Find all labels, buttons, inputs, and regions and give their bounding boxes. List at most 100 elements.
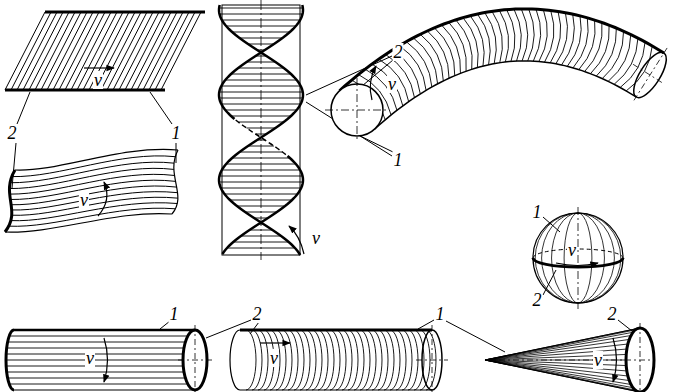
- section-circle: [533, 9, 540, 61]
- axis-line: [178, 360, 212, 361]
- section-circle: [463, 18, 478, 68]
- generator-line: [12, 197, 178, 215]
- generator-line: [232, 32, 290, 33]
- generator-line: [14, 329, 195, 332]
- circle-arc: [312, 330, 322, 390]
- surface-generators: [5, 149, 178, 232]
- motion-arrow: [104, 338, 108, 382]
- leader-line: [446, 321, 505, 352]
- callout-number: 1: [393, 151, 404, 169]
- generator-line: [247, 128, 276, 129]
- generator-line: [14, 389, 195, 390]
- surface-edge: [172, 150, 178, 214]
- generator-line: [485, 335, 631, 360]
- section-circle: [528, 9, 534, 61]
- generator-line: [15, 149, 178, 170]
- generator-line: [8, 378, 186, 379]
- generator-line: [83, 12, 123, 90]
- helicoid: [219, 5, 303, 255]
- leader-line: [12, 143, 16, 188]
- generator-line: [11, 203, 177, 221]
- axis-line: [432, 325, 433, 392]
- generator-line: [226, 26, 296, 27]
- circle-arc: [294, 330, 304, 390]
- circle-arc: [366, 330, 376, 390]
- generator-line: [485, 360, 633, 388]
- generator-line: [9, 384, 188, 385]
- axis-line: [578, 207, 579, 309]
- axis-line: [633, 64, 663, 83]
- generator-line: [125, 12, 165, 90]
- axis-line: [640, 323, 641, 392]
- generator-line: [240, 152, 283, 153]
- cylinder-circles: [230, 325, 448, 392]
- callout-number: 2: [607, 305, 618, 323]
- leader-line: [250, 322, 259, 334]
- generator-line: [35, 12, 75, 90]
- end-circle: [628, 48, 673, 103]
- generator-line: [227, 248, 295, 249]
- motion-arrow: [370, 66, 376, 100]
- generator-line: [485, 360, 629, 381]
- leader-line: [418, 320, 434, 329]
- generator-line: [131, 12, 171, 90]
- generator-line: [107, 12, 147, 90]
- section-circle: [545, 10, 554, 62]
- generator-line: [10, 162, 174, 183]
- callout-number: 2: [252, 305, 263, 323]
- section-circle: [477, 14, 490, 65]
- generator-line: [17, 12, 57, 90]
- section-circle: [514, 9, 521, 61]
- guide-line: [240, 329, 432, 332]
- section-circle: [626, 46, 652, 91]
- generator-line: [71, 12, 111, 90]
- generator-line: [219, 92, 302, 93]
- surface-edge: [374, 61, 636, 129]
- generator-line: [9, 336, 188, 337]
- generator-line: [161, 12, 201, 90]
- motion-arrow: [556, 263, 598, 266]
- surface-edge: [240, 389, 432, 390]
- velocity-label: v: [311, 229, 321, 247]
- generator-line: [485, 360, 635, 390]
- generator-line: [8, 342, 186, 343]
- section-circle: [614, 38, 638, 84]
- section-circle: [427, 31, 449, 78]
- generator-line: [219, 8, 303, 9]
- generator-line: [77, 12, 117, 90]
- section-circle: [442, 25, 461, 73]
- circle-arc: [306, 330, 316, 390]
- callout-number: 1: [169, 305, 180, 323]
- axis-line: [416, 360, 448, 361]
- callout-number: 1: [171, 124, 182, 142]
- helix-curve: [219, 5, 303, 119]
- section-circle: [485, 13, 497, 64]
- section-circle: [434, 28, 454, 76]
- generator-line: [9, 168, 173, 188]
- leader-line: [176, 143, 177, 163]
- generator-line: [219, 14, 302, 15]
- circle-arc: [230, 330, 240, 390]
- velocity-label: v: [387, 75, 397, 93]
- generator-line: [485, 360, 628, 376]
- section-circle: [567, 16, 581, 66]
- section-circle: [562, 14, 575, 65]
- equator: [533, 258, 623, 267]
- generator-line: [222, 170, 300, 171]
- generator-line: [245, 212, 277, 213]
- generator-line: [485, 349, 627, 360]
- generator-line: [222, 20, 300, 21]
- section-circle: [406, 42, 432, 87]
- motion-arrow: [98, 182, 107, 216]
- equator-hidden: [533, 249, 623, 258]
- section-circle: [420, 34, 443, 81]
- circle-arc: [378, 330, 388, 390]
- generator-line: [485, 360, 627, 371]
- velocity-label: v: [593, 351, 603, 369]
- motion-arrow: [84, 67, 114, 68]
- generator-line: [219, 182, 303, 183]
- generator-line: [226, 164, 296, 165]
- axis-line: [633, 48, 667, 102]
- generator-line: [237, 206, 285, 207]
